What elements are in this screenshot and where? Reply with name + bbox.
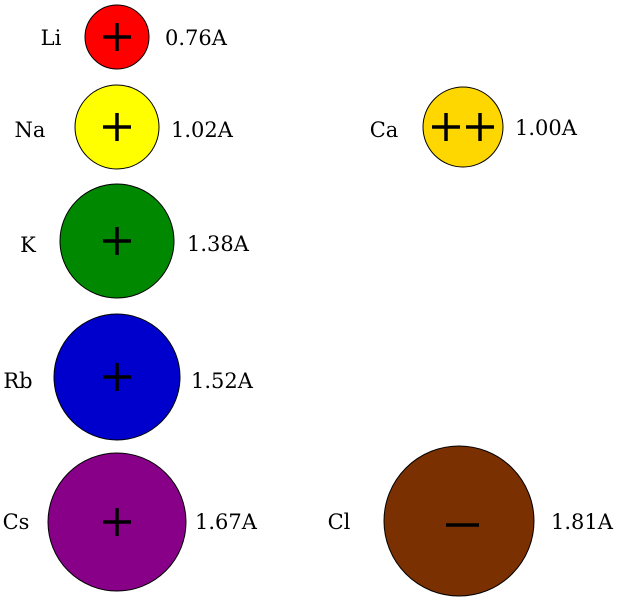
element-label: Ca [370,118,399,142]
element-label: Rb [3,369,32,393]
plus-icon [103,227,131,255]
ion-k: K 1.38A [20,183,250,299]
element-label: Na [15,118,46,142]
radius-label: 1.67A [195,510,258,534]
radius-label: 1.81A [551,510,614,534]
ion-cl: Cl 1.81A [328,445,614,597]
ion-li: Li 0.76A [41,4,228,70]
element-label: Cl [328,510,351,534]
element-label: K [20,233,36,257]
ion-circle [383,445,535,597]
ion-circle [422,86,504,168]
radius-label: 1.00A [515,116,578,140]
element-label: Cs [3,510,30,534]
radius-label: 1.38A [187,232,250,256]
double-plus-icon [432,113,494,141]
radius-label: 0.76A [165,26,228,50]
plus-icon [103,23,131,51]
element-label: Li [41,26,62,50]
ion-ca: Ca 1.00A [370,86,578,168]
plus-icon [103,508,131,536]
radius-label: 1.02A [171,118,234,142]
plus-icon [103,113,131,141]
ion-cs: Cs 1.67A [3,452,258,592]
ion-rb: Rb 1.52A [3,313,254,441]
plus-icon [103,363,131,391]
radius-label: 1.52A [191,369,254,393]
ion-na: Na 1.02A [15,84,234,170]
